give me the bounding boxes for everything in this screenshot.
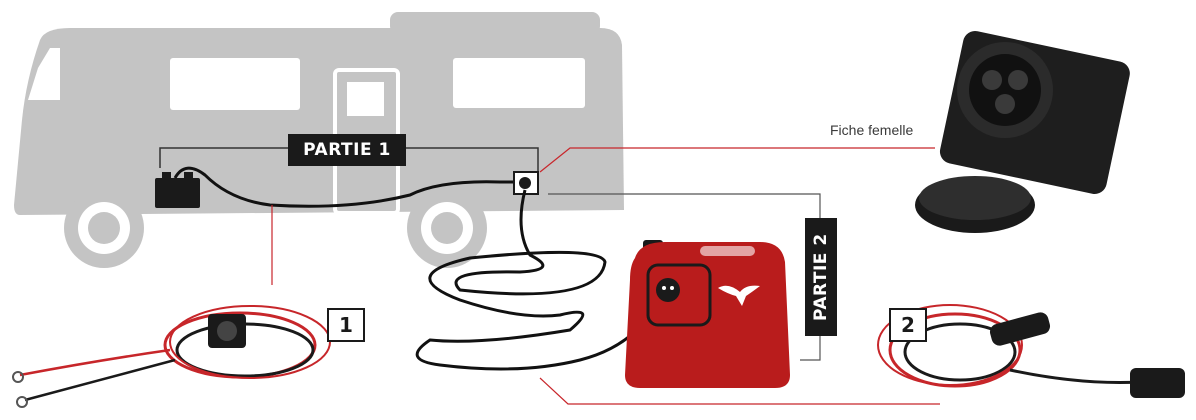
partie2-label: PARTIE 2 (805, 218, 837, 336)
female-socket-icon (915, 29, 1132, 233)
badge-1: 1 (327, 308, 365, 342)
cable-kit-1-icon (13, 306, 330, 407)
socket-caption: Fiche femelle (830, 122, 913, 138)
badge-2: 2 (889, 308, 927, 342)
partie1-label: PARTIE 1 (288, 134, 406, 166)
generator-icon (625, 240, 790, 388)
